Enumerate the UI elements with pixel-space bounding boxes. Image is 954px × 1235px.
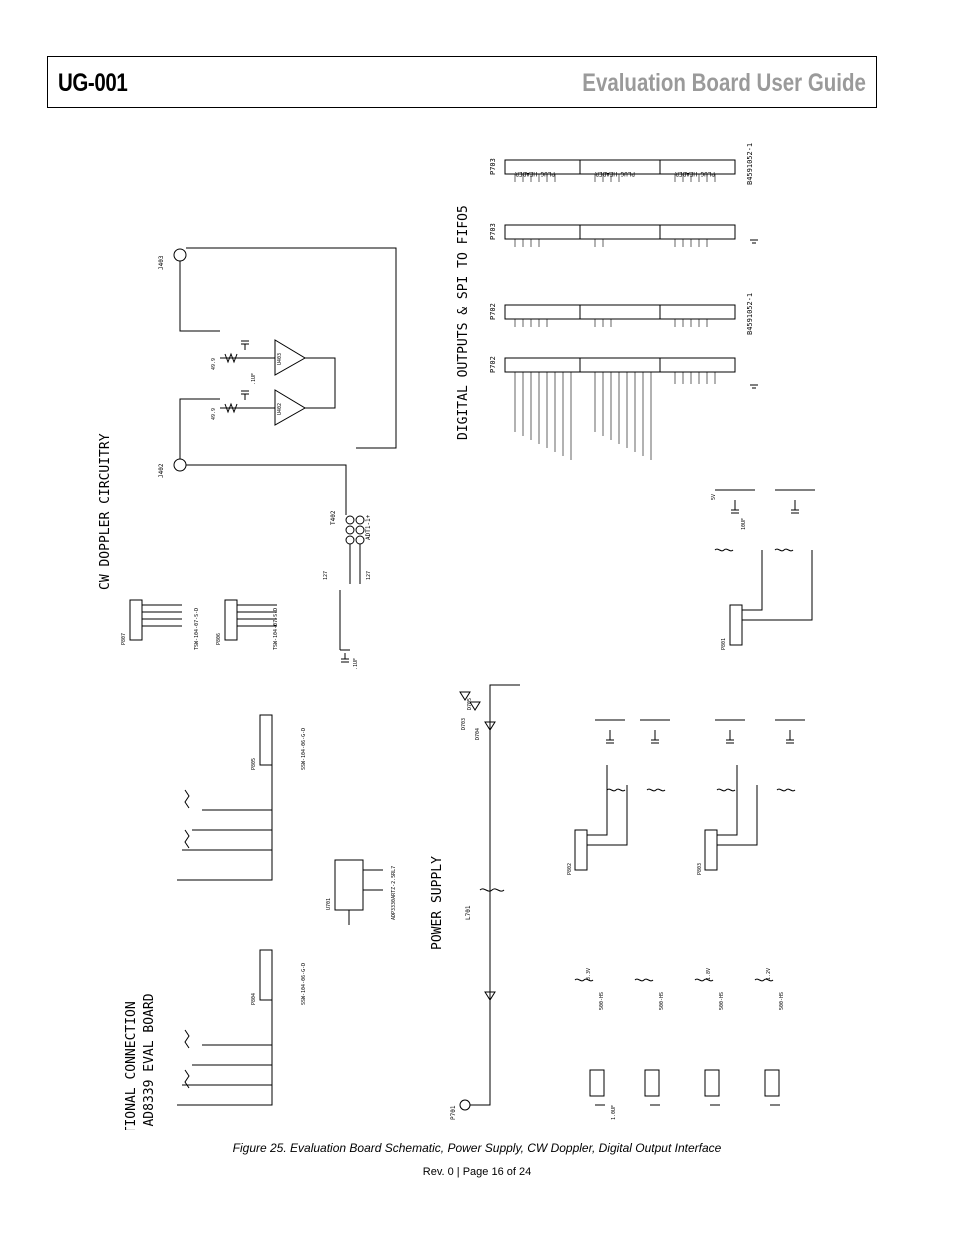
plug-header-group-3 [504, 304, 736, 320]
transformer-adt: ADT1-1+ [365, 514, 372, 540]
ferrite-label-4: 500-HS [779, 992, 785, 1010]
ferrite-label-2: 500-HS [659, 992, 665, 1010]
header-tsw-1: TSW-104-07-S-D [194, 608, 200, 650]
power-supply-block: P701 L701 D703 D704 D705 500-HS 500-HS 5… [450, 489, 815, 1120]
plug-header-label: PLUG HEADER [675, 170, 715, 177]
gnd-symbols-digital [750, 239, 758, 389]
diode-d704: D704 [475, 728, 481, 740]
part-number-b4591052: B4591052-1 [746, 143, 754, 185]
document-id: UG-001 [58, 69, 128, 97]
ferrite-label-3: 500-HS [719, 992, 725, 1010]
plug-header-label: PLUG HEADER [515, 170, 555, 177]
plug-header-label: PLUG HEADER [595, 170, 635, 177]
connector-j402: J402 [158, 463, 165, 478]
ferrite-label-1: 500-HS [599, 992, 605, 1010]
schematic-diagram: CW DOPPLER CIRCUITRY DIGITAL OUTPUTS & S… [98, 143, 815, 1130]
cap-value-01uf: .1UF [251, 373, 257, 385]
page-footer: Rev. 0 | Page 16 of 24 [422, 1166, 532, 1178]
rail-label-12v: 1.2V [766, 968, 772, 980]
header-p806: P806 [216, 633, 222, 645]
section-title-digital-outputs: DIGITAL OUTPUTS & SPI TO FIFO5 [456, 205, 471, 440]
section-title-to-eval-board: TO AD8339 EVAL BOARD [142, 993, 157, 1130]
connector-p703b: P703 [489, 223, 497, 240]
header-ssw-2: SSW-104-06-G-D [301, 963, 307, 1005]
regulator-u701: U701 [326, 898, 332, 910]
figure-caption: Figure 25. Evaluation Board Schematic, P… [232, 1141, 722, 1155]
opamp-u403: U403 [277, 353, 283, 365]
resistor-value-49-9b: 49.9 [211, 408, 217, 420]
section-title-power-supply: POWER SUPPLY [430, 856, 445, 950]
part-number-b4591052b: B4591052-1 [746, 293, 754, 335]
rail-label-5v: 5V [711, 494, 717, 500]
regulator-adp3330: ADP3330ARTZ-2.5RL7 [391, 866, 397, 920]
section-title-optional-connection: OPTIONAL CONNECTION [124, 1001, 139, 1130]
opamp-u402: U402 [277, 403, 283, 415]
header-p803: P803 [697, 863, 703, 875]
inductor-l701: L701 [465, 905, 472, 920]
resistor-value-127: 127 [323, 571, 329, 580]
connector-p702: P702 [489, 303, 497, 320]
cap-value-10uf: 10UF [741, 518, 747, 530]
document-title: Evaluation Board User Guide [582, 69, 866, 97]
plug-header-group-2 [504, 224, 736, 240]
header-p805: P805 [251, 758, 257, 770]
plug-header-group-1: PLUG HEADER PLUG HEADER PLUG HEADER [504, 159, 736, 177]
cap-value-1uf: 1.0UF [611, 1105, 617, 1120]
header-p802: P802 [567, 863, 573, 875]
connector-p701: P701 [450, 1105, 457, 1120]
connector-p703: P703 [489, 158, 497, 175]
rail-label-18v: 1.8V [706, 968, 712, 980]
rail-label-33v: 3.3V [586, 968, 592, 980]
header-ssw-1: SSW-104-06-G-D [301, 728, 307, 770]
cap-value-01uf-b: .1UF [353, 658, 359, 670]
resistor-value-127b: 127 [366, 571, 372, 580]
header-p801: P801 [721, 638, 727, 650]
header-p807: P807 [121, 633, 127, 645]
resistor-value-49-9: 49.9 [211, 358, 217, 370]
diode-d703: D703 [461, 718, 467, 730]
page-header: UG-001 Evaluation Board User Guide [47, 56, 877, 108]
plug-header-group-4 [504, 357, 736, 373]
header-p804: P804 [251, 993, 257, 1005]
cw-doppler-block: J403 J402 U403 U402 49.9 49.9 .1UF [121, 247, 397, 670]
connector-p702b: P702 [489, 356, 497, 373]
header-tsw-2: TSW-104-07-S-D [273, 608, 279, 650]
diode-d705: D705 [467, 698, 473, 710]
section-title-cw-doppler: CW DOPPLER CIRCUITRY [98, 433, 113, 590]
optional-connection-block: P805 P804 SSW-104-06-G-D SSW-104-06-G-D … [177, 714, 397, 1106]
connector-j403: J403 [158, 255, 165, 270]
transformer-t402: T402 [330, 510, 337, 525]
